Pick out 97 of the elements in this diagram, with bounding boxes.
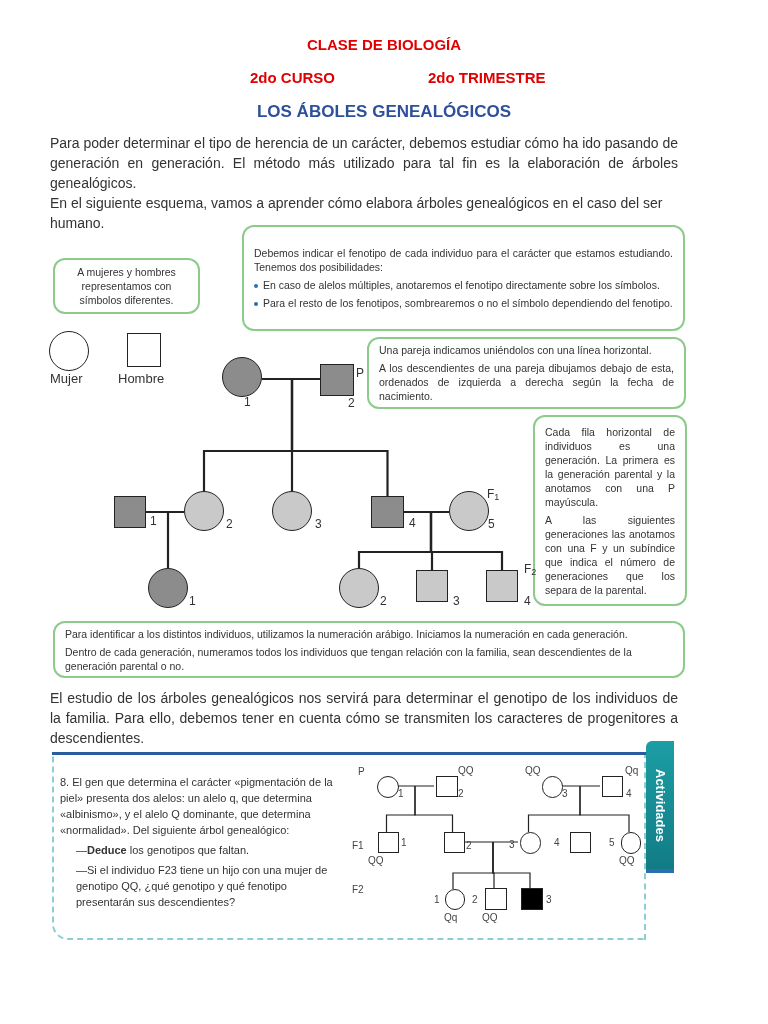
female-symbol (445, 889, 465, 910)
male-symbol (602, 776, 623, 797)
pedigree-line (166, 512, 170, 568)
symbol-caption: P (356, 365, 364, 382)
female-symbol (542, 776, 563, 798)
female-symbol (377, 776, 399, 798)
note-text: Dentro de cada generación, numeramos todos los individuos que tengan relación con la familia, sean descendientes de la generación parental o no. (65, 644, 633, 673)
symbol-caption: 3 (562, 787, 568, 801)
pedigree-line (414, 785, 454, 833)
female-symbol (339, 568, 379, 608)
symbol-caption: Qq (625, 764, 639, 778)
symbol-caption: 3 (453, 593, 460, 610)
note-card (53, 621, 685, 678)
note-text: Para el resto de los fenotipos, sombrearemos o no el símbolo dependiendo del fenotipo. (263, 296, 673, 310)
female-symbol (520, 832, 541, 854)
female-symbol (449, 491, 489, 531)
symbol-caption: 1 (150, 513, 157, 530)
symbol-caption: 2 (472, 893, 478, 907)
female-symbol (148, 568, 188, 608)
male-symbol (444, 832, 465, 853)
symbol-caption: 1 (434, 893, 440, 907)
symbol-caption: 2 (380, 593, 387, 610)
symbol-caption: 3 (315, 516, 322, 533)
note-card (53, 258, 200, 314)
intro-paragraph: Para poder determinar el tipo de herencia de un carácter, debemos estudiar cómo ha ido pasando de generación en generación. El método más utilizado para tal fin es la elaboración de árboles genealógicos. (50, 134, 678, 193)
note-text: A mujeres y hombres representamos con símbolos diferentes. (76, 265, 177, 307)
pedigree-line (146, 510, 184, 514)
pedigree-line (492, 841, 531, 889)
symbol-caption: 1 (398, 787, 404, 801)
activity-panel (52, 752, 646, 940)
male-symbol (485, 888, 507, 910)
symbol-caption: F$_{2}$ (524, 561, 537, 578)
symbol-caption: Qq (444, 911, 458, 925)
page-title: LOS ÁBOLES GENEALÓGICOS (255, 101, 513, 123)
symbol-caption: 2 (466, 839, 472, 853)
symbol-caption: 1 (401, 836, 407, 850)
course-heading: 2do CURSO (250, 68, 335, 88)
symbol-caption: 2 (458, 787, 464, 801)
female-symbol (49, 331, 89, 371)
generation-label: F1 (352, 839, 364, 853)
intro-paragraph: En el siguiente esquema, vamos a aprender cómo elabora árboles genealógicos en el caso del ser humano. (50, 194, 664, 233)
generation-label: P (358, 765, 365, 779)
pedigree-line (262, 377, 320, 381)
symbol-caption: QQ (458, 764, 474, 778)
symbol-caption: 4 (626, 787, 632, 801)
exercise-text: —Deduce los genotipos que faltan. (75, 843, 251, 858)
symbol-caption: QQ (368, 854, 384, 868)
term-heading: 2do TRIMESTRE (428, 68, 546, 88)
female-symbol (272, 491, 312, 531)
male-symbol (127, 333, 161, 367)
male-symbol (371, 496, 404, 528)
symbol-caption: QQ (482, 911, 498, 925)
note-card (367, 337, 686, 409)
activities-tab: Actividades (646, 741, 674, 873)
symbol-caption: QQ (619, 854, 635, 868)
male-symbol (114, 496, 146, 528)
pedigree-line (404, 510, 449, 514)
pedigree-line (579, 785, 630, 833)
female-symbol (184, 491, 224, 531)
symbol-caption: 4 (554, 836, 560, 850)
symbol-caption: 4 (409, 515, 416, 532)
pedigree-line (429, 512, 504, 570)
symbol-caption: QQ (525, 764, 541, 778)
male-symbol (320, 364, 354, 396)
symbol-caption: 3 (546, 893, 552, 907)
symbol-caption: 2 (348, 395, 355, 412)
class-heading: CLASE DE BIOLOGÍA (305, 35, 463, 55)
symbol-caption: 1 (244, 394, 251, 411)
symbol-caption: 4 (524, 593, 531, 610)
male-symbol (486, 570, 518, 602)
symbol-caption: F$_{1}$ (487, 486, 500, 503)
symbol-caption: 1 (189, 593, 196, 610)
note-text: A los descendientes de una pareja dibujamos debajo de esta, ordenados de izquierda a derecha según la fecha de nacimiento. (379, 361, 674, 403)
note-text: Una pareja indicamos uniéndolos con una línea horizontal. (379, 343, 653, 357)
male-symbol (378, 832, 399, 853)
symbol-caption: Mujer (50, 370, 83, 388)
male-symbol (521, 888, 543, 910)
symbol-caption: Hombre (118, 370, 165, 388)
female-symbol (222, 357, 262, 397)
symbol-caption: 5 (488, 516, 495, 533)
exercise-text: —Si el individuo F23 tiene un hijo con una mujer de genotipo QQ, ¿qué genotipo y qué fenotipo presentarán sus descendientes? (75, 863, 329, 910)
exercise-text: 8. El gen que determina el carácter «pigmentación de la piel» presenta dos alelos: un alelo q, que determina «albinismo», y el alelo Q dominante, que determina «normalidad». Del siguiente árbol genealógico: (60, 775, 334, 838)
pedigree-line (290, 379, 389, 496)
note-text: Para identificar a los distintos individuos, utilizamos la numeración arábigo. Iniciamos la numeración en cada generación. (65, 626, 629, 641)
female-symbol (621, 832, 641, 854)
male-symbol (416, 570, 448, 602)
note-card (242, 225, 685, 331)
note-text: Cada fila horizontal de individuos es una generación. La primera es la generación parental y la anotamos con una P mayúscula. (545, 424, 675, 509)
note-text: A las siguientes generaciones las anotamos con una F y un subíndice que indica el número de generaciones que los separa de la parental. (545, 512, 675, 597)
male-symbol (570, 832, 591, 853)
symbol-caption: 3 (509, 838, 515, 852)
note-text: Debemos indicar el fenotipo de cada individuo para el carácter que estamos estudiando. Tenemos dos posibilidades: (254, 246, 673, 274)
male-symbol (436, 776, 458, 797)
generation-label: F2 (352, 883, 364, 897)
symbol-caption: 2 (226, 516, 233, 533)
symbol-caption: 5 (609, 836, 615, 850)
note-text: En caso de alelos múltiples, anotaremos el fenotipo directamente sobre los símbolos. (263, 278, 661, 292)
